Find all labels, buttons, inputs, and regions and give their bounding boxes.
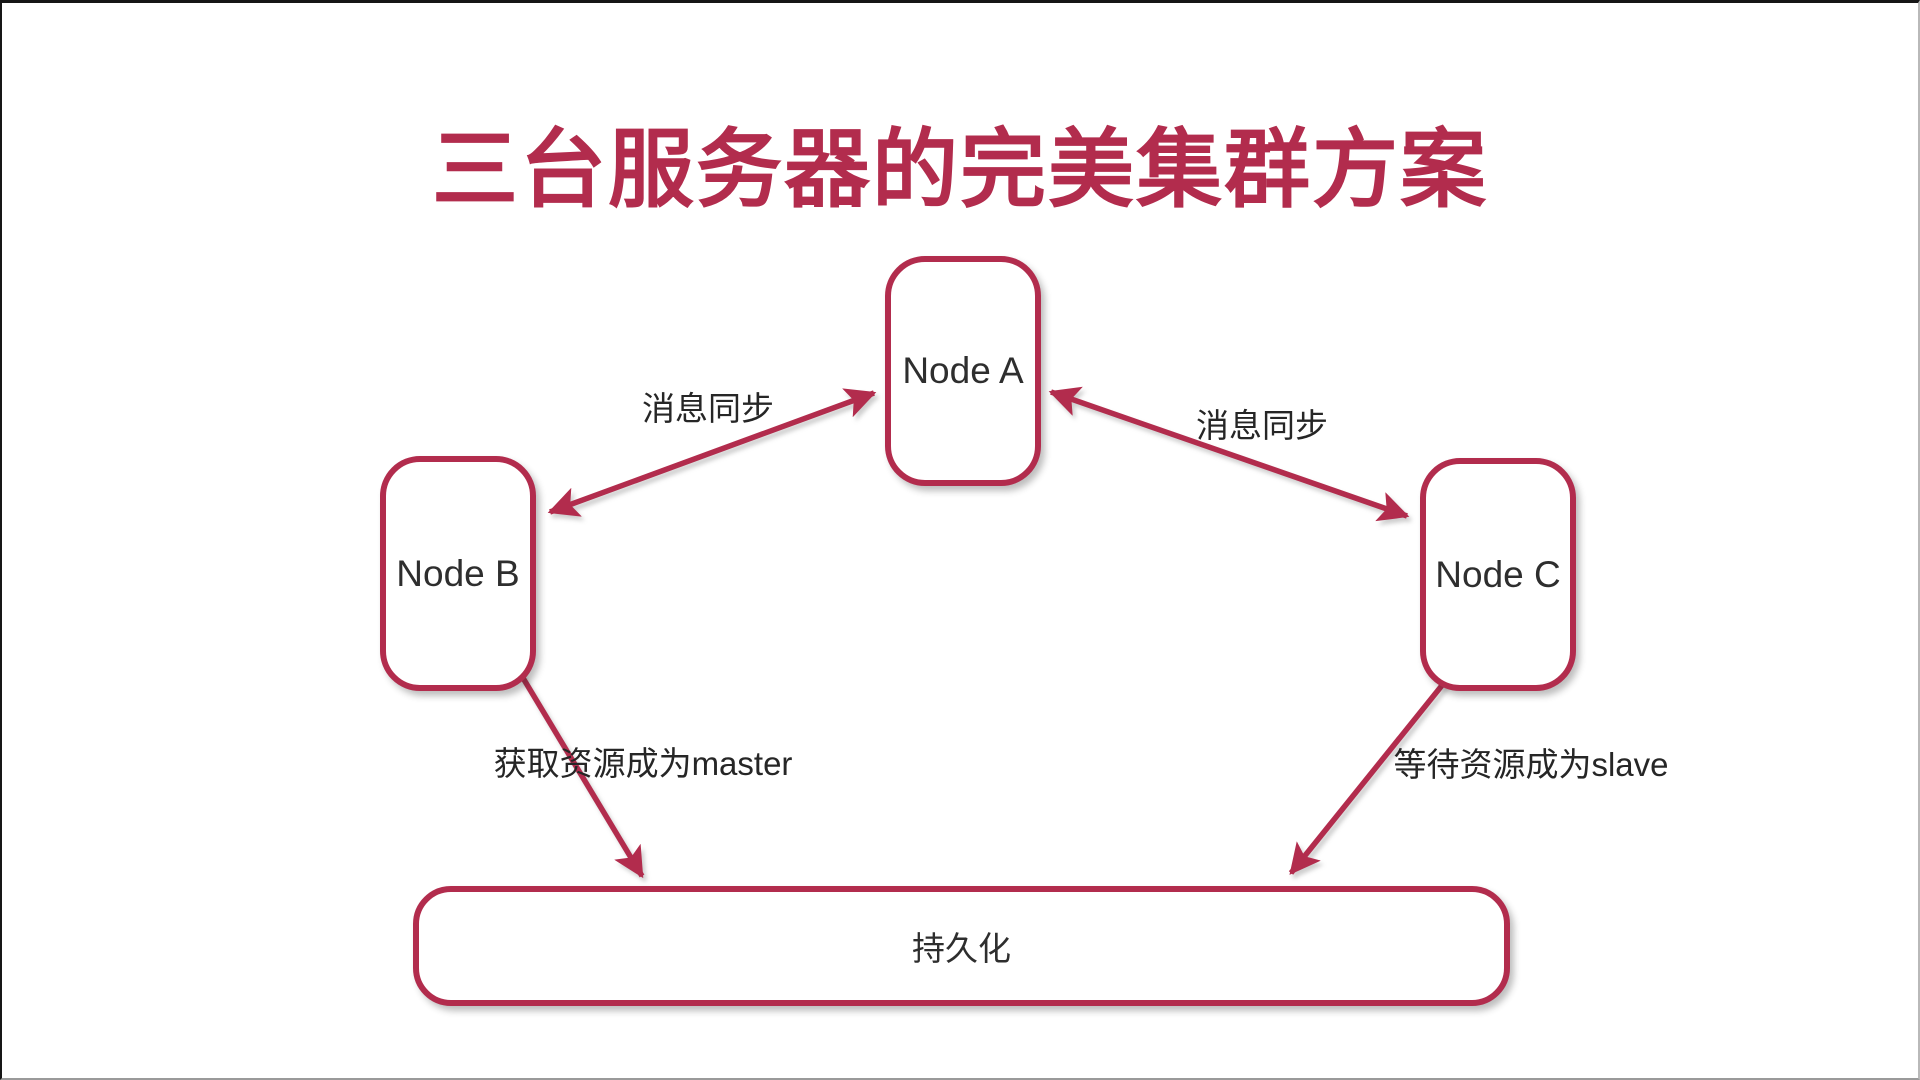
- edge-a-c-arrow: [1048, 386, 1410, 522]
- edge-c-persistence-label: 等待资源成为slave: [1393, 746, 1669, 783]
- edge-a-c-label: 消息同步: [1196, 407, 1328, 444]
- edge-b-persistence-arrow: [511, 661, 645, 879]
- edge-a-b-arrow: [547, 388, 877, 517]
- node-b-label: Node B: [396, 552, 520, 594]
- persistence-bar: 持久化: [413, 886, 1510, 1006]
- persistence-label: 持久化: [912, 930, 1011, 967]
- node-c-label: Node C: [1435, 553, 1561, 595]
- node-a: Node A: [885, 256, 1041, 486]
- node-a-label: Node A: [902, 350, 1024, 391]
- edge-b-persistence-label: 获取资源成为master: [493, 745, 793, 782]
- node-b: Node B: [380, 456, 536, 691]
- edge-c-persistence-arrow: [1288, 661, 1463, 875]
- edges-layer: [511, 386, 1463, 879]
- edge-a-b-label: 消息同步: [642, 390, 774, 427]
- node-c: Node C: [1420, 458, 1576, 691]
- diagram-title: 三台服务器的完美集群方案: [432, 122, 1488, 218]
